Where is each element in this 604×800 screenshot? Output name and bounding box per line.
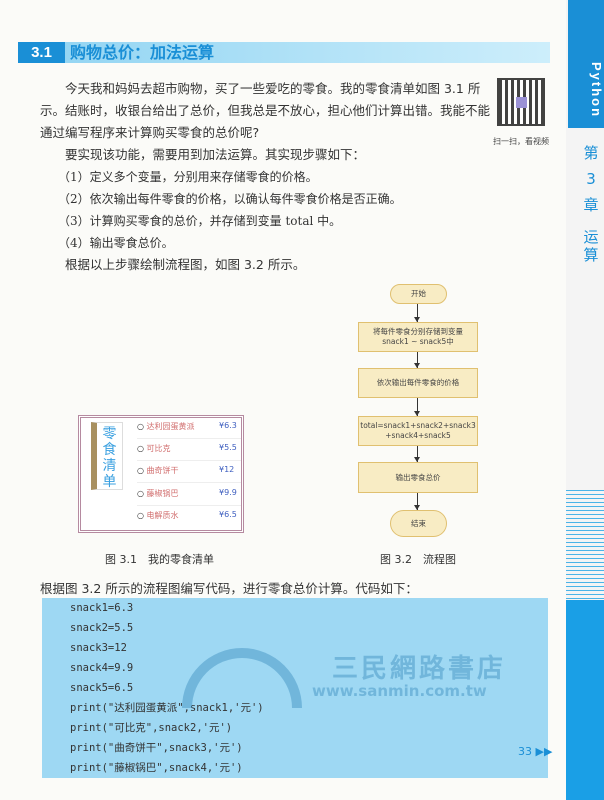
chapter-char: 运 bbox=[583, 228, 599, 246]
snack-price: ¥12 bbox=[219, 465, 235, 474]
watermark-logo-icon bbox=[182, 648, 302, 708]
flow-start: 开始 bbox=[390, 284, 447, 304]
snack-row: ○ 电解质水¥6.5 bbox=[137, 510, 237, 520]
flow-step: 依次输出每件零食的价格 bbox=[358, 368, 478, 398]
flow-arrow bbox=[414, 493, 420, 510]
watermark-name: 三民網路書店 bbox=[332, 654, 507, 684]
code-line: print("曲奇饼干",snack3,'元') bbox=[70, 742, 243, 754]
code-line: snack5=6.5 bbox=[70, 682, 134, 694]
snack-row: ○ 藤椒锅巴¥9.9 bbox=[137, 488, 241, 506]
qr-code-icon[interactable] bbox=[497, 78, 545, 126]
flow-arrow bbox=[414, 352, 420, 368]
snack-price: ¥6.5 bbox=[219, 510, 237, 519]
snack-price: ¥9.9 bbox=[219, 488, 237, 497]
snack-row: ○ 可比克¥5.5 bbox=[137, 443, 241, 461]
flow-arrow bbox=[414, 304, 420, 322]
step-item: （1）定义多个变量，分别用来存储零食的价格。 bbox=[58, 170, 318, 184]
figure-caption: 图 3.2 流程图 bbox=[380, 553, 456, 566]
flow-step: total=snack1+snack2+snack3 +snack4+snack… bbox=[358, 416, 478, 446]
snack-name: 藤椒锅巴 bbox=[146, 489, 179, 498]
flow-end: 结束 bbox=[390, 510, 447, 537]
decor-block bbox=[566, 600, 604, 800]
code-line: print("藤椒锅巴",snack4,'元') bbox=[70, 762, 243, 774]
intro-paragraph: 今天我和妈妈去超市购物，买了一些爱吃的零食。我的零食清单如图 3.1 所示。结账… bbox=[40, 81, 491, 140]
page-number: 33 ▶▶ bbox=[518, 745, 553, 758]
snack-list-figure: 零食清单 ○ 达利园蛋黄派¥6.3 ○ 可比克¥5.5 ○ 曲奇饼干¥12 ○ … bbox=[78, 415, 244, 533]
paragraph: 根据以上步骤绘制流程图，如图 3.2 所示。 bbox=[65, 257, 306, 272]
code-line: snack3=12 bbox=[70, 642, 127, 654]
paragraph: 要实现该功能，需要用到加法运算。其实现步骤如下： bbox=[65, 147, 366, 162]
snack-name: 达利园蛋黄派 bbox=[146, 422, 195, 431]
figure-caption: 图 3.1 我的零食清单 bbox=[105, 553, 214, 566]
decor-stripes bbox=[566, 490, 604, 600]
step-item: （2）依次输出每件零食的价格，以确认每件零食价格是否正确。 bbox=[58, 192, 402, 206]
chapter-tab: 第 3 章 运 算 bbox=[578, 140, 604, 268]
chapter-char: 3 bbox=[586, 170, 596, 188]
chapter-char: 第 bbox=[583, 144, 599, 162]
snack-name: 可比克 bbox=[146, 444, 171, 453]
paragraph: 根据图 3.2 所示的流程图编写代码，进行零食总价计算。代码如下： bbox=[40, 581, 418, 596]
snack-price: ¥5.5 bbox=[219, 443, 237, 452]
watermark-url: www.sanmin.com.tw bbox=[312, 682, 487, 700]
snack-list-title: 零食清单 bbox=[91, 422, 123, 490]
step-item: （4）输出零食总价。 bbox=[58, 236, 174, 250]
snack-price: ¥6.3 bbox=[219, 421, 237, 430]
section-title: 购物总价：加法运算 bbox=[70, 43, 215, 62]
flow-step: 输出零食总价 bbox=[358, 462, 478, 493]
section-header: 3.1 购物总价：加法运算 bbox=[18, 42, 550, 63]
flow-arrow bbox=[414, 398, 420, 416]
section-number: 3.1 bbox=[18, 42, 65, 63]
code-line: print("可比克",snack2,'元') bbox=[70, 722, 233, 734]
snack-name: 电解质水 bbox=[146, 511, 179, 520]
qr-caption: 扫一扫，看视频 bbox=[493, 137, 549, 146]
snack-row: ○ 达利园蛋黄派¥6.3 bbox=[137, 421, 241, 439]
step-item: （3）计算购买零食的总价，并存储到变量 total 中。 bbox=[58, 214, 342, 228]
snack-name: 曲奇饼干 bbox=[146, 466, 179, 475]
flow-arrow bbox=[414, 446, 420, 462]
chapter-char: 算 bbox=[583, 246, 599, 264]
code-line: snack4=9.9 bbox=[70, 662, 134, 674]
flow-step: 将每件零食分别存储到变量 snack1 ~ snack5中 bbox=[358, 322, 478, 352]
snack-row: ○ 曲奇饼干¥12 bbox=[137, 465, 241, 483]
chapter-char: 章 bbox=[583, 196, 599, 214]
code-block: snack1=6.3 snack2=5.5 snack3=12 snack4=9… bbox=[42, 598, 548, 778]
book-tab: Python bbox=[568, 0, 604, 128]
code-line: snack2=5.5 bbox=[70, 622, 134, 634]
code-line: snack1=6.3 bbox=[70, 602, 134, 614]
